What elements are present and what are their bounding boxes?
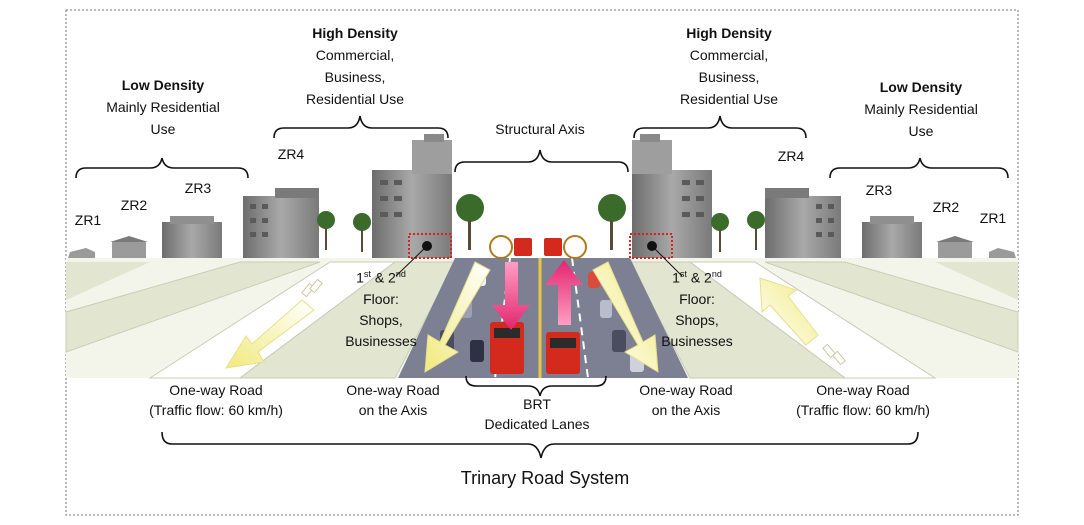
zr2-left-label: ZR2	[120, 197, 148, 213]
arrow-icon	[592, 261, 659, 373]
station-marker-right	[563, 235, 587, 259]
zr1-left-label: ZR1	[74, 212, 102, 228]
bus-icon	[490, 238, 580, 374]
building-windows-left	[250, 180, 402, 237]
zr1-right-label: ZR1	[979, 210, 1007, 226]
zr3-right-label: ZR3	[865, 182, 893, 198]
arrow-icon	[424, 261, 491, 373]
structural-axis-label: Structural Axis	[495, 121, 585, 137]
arrow-icon	[224, 278, 323, 369]
floor-marker-right	[629, 233, 673, 259]
outer-road-left-label: One-way Road(Traffic flow: 60 km/h)	[149, 382, 283, 418]
low-density-right-label: Low Density Mainly Residential Use	[864, 79, 978, 139]
floor-note-right: 1st & 2nd Floor: Shops, Businesses	[661, 269, 733, 349]
road-braces	[161, 375, 919, 459]
station-marker-left	[489, 235, 513, 259]
floor-note-left: 1st & 2nd Floor: Shops, Businesses	[345, 269, 417, 349]
high-density-left-label: High Density Commercial, Business, Resid…	[305, 25, 405, 107]
floor-marker-left	[408, 233, 452, 259]
low-density-left-label: Low Density Mainly Residential Use	[106, 77, 220, 137]
zr2-right-label: ZR2	[932, 199, 960, 215]
outer-road-right-label: One-way Road(Traffic flow: 60 km/h)	[796, 382, 930, 418]
zr3-left-label: ZR3	[184, 180, 212, 196]
arrow-icon	[759, 277, 846, 366]
road-surface	[65, 257, 1019, 379]
building-windows-right	[682, 180, 834, 237]
tree-icon	[317, 194, 765, 252]
arrow-icon	[492, 262, 530, 330]
high-density-right-label: High Density Commercial, Business, Resid…	[679, 25, 779, 107]
zone-braces	[75, 115, 1009, 179]
zr4-right-label: ZR4	[777, 148, 805, 164]
system-title: Trinary Road System	[460, 468, 630, 488]
zr4-left-label: ZR4	[277, 146, 305, 162]
arrow-icon	[545, 260, 583, 325]
